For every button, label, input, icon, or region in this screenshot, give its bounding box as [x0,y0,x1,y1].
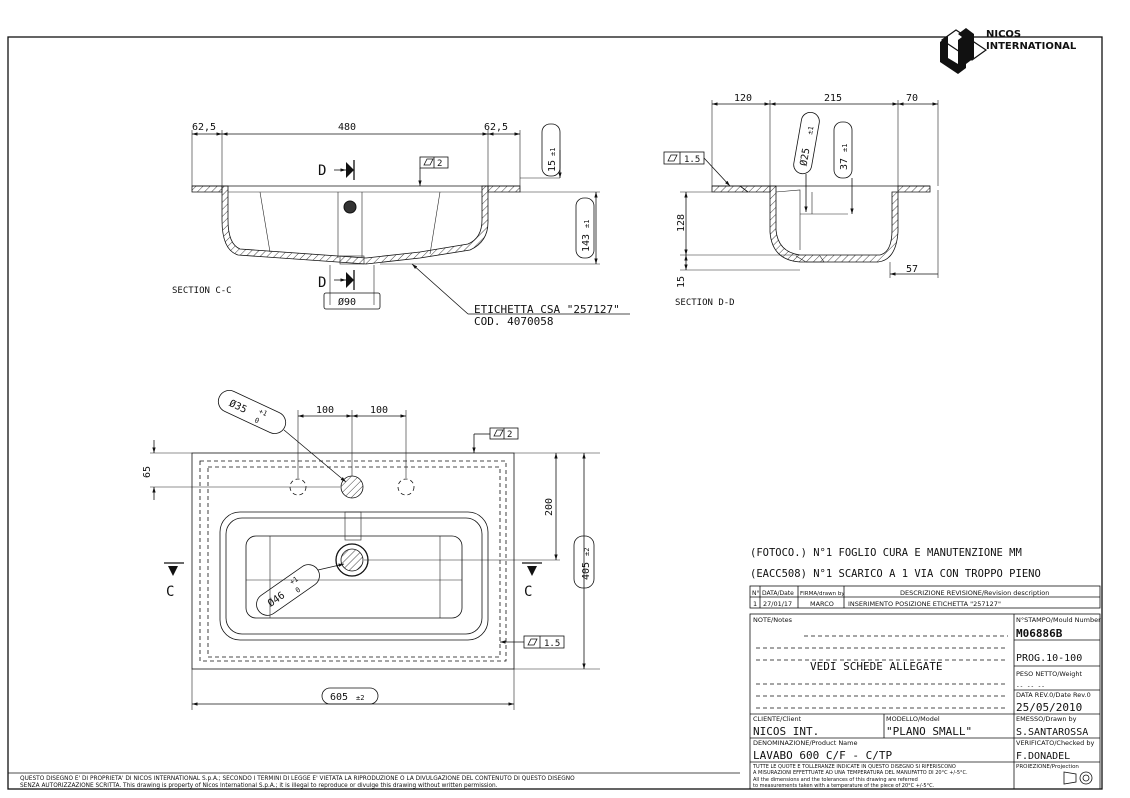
dim-dd-57: 57 [906,264,918,275]
dim-cc-15-tol: ±1 [549,148,557,156]
label-note-1: ETICHETTA CSA "257127" [474,303,620,316]
revision-table [749,585,1101,609]
dim-dd-128: 128 [676,214,687,232]
flat-tol-plan-bottom: 1.5 [544,639,560,649]
dim-plan-diam-35-tol-up: +1 [257,407,268,418]
dim-plan-diam-46-tol-dn: 0 [294,586,302,595]
date-value: 25/05/2010 [1016,701,1082,714]
copyright-line-2: SENZA AUTORIZZAZIONE SCRITTA. This drawi… [20,783,498,789]
rev-head-n: N° [752,590,760,597]
tolerance-it-1: TUTTE LE QUOTE E TOLLERANZE INDICATE IN … [752,764,956,770]
rev-date: 27/01/17 [763,600,792,608]
dim-dd-37: 37 [839,158,850,170]
model-value: "PLANO SMALL" [886,725,972,738]
rev-n: 1 [753,600,757,608]
dim-plan-100b: 100 [370,405,388,416]
dim-cc-480: 480 [338,122,356,133]
dim-plan-405-tol: ±2 [583,548,591,556]
dim-cc-143-tol: ±1 [583,220,591,228]
dim-cc-right: 62,5 [484,122,508,133]
section-cc-view [191,185,521,265]
title-block [749,613,1101,790]
dim-diam-90: Ø90 [338,296,356,308]
dim-plan-diam-35-tol-dn: 0 [253,416,260,425]
dim-plan-65: 65 [142,466,153,478]
rev-head-date: DATA/Date [762,590,794,597]
dim-cc-left: 62,5 [192,122,216,133]
cut-letter-c-left: C [166,584,174,600]
notes-label: NOTE/Notes [753,616,793,624]
dim-plan-605-tol: ±2 [356,694,364,702]
dim-dd-15: 15 [676,276,687,288]
date-label: DATA REV.0/Date Rev.0 [1016,691,1091,699]
flat-tol-plan-top: 2 [507,430,512,440]
dim-dd-37-tol: ±1 [841,144,849,152]
section-dd-label: SECTION D-D [675,298,735,308]
rev-by: MARCO [810,600,834,608]
rev-head-desc: DESCRIZIONE REVISIONE/Revision descripti… [900,589,1049,597]
dim-dd-diam-25: Ø25 [798,147,813,167]
dim-dd-diam-25-tol: ±1 [806,126,815,136]
drawing-frame [7,36,1103,790]
nicos-n-logo [940,28,988,74]
dim-dd-120: 120 [734,93,752,104]
drawn-label: EMESSO/Drawn by [1016,715,1077,723]
client-label: CLIENTE/Client [753,715,802,723]
dim-dd-215: 215 [824,93,842,104]
note-line-2: (EACC508) N°1 SCARICO A 1 VIA CON TROPPO… [750,568,1041,580]
flat-tol-cc: 2 [437,159,442,169]
product-value: LAVABO 600 C/F - C/TP [753,749,892,762]
flat-tol-dd: 1.5 [684,155,700,165]
model-label: MODELLO/Model [886,715,940,723]
dim-plan-605: 605 [330,692,348,703]
dim-plan-200: 200 [544,498,555,516]
prog-value: PROG.10-100 [1016,653,1082,664]
cut-letter-d-bottom: D [318,275,326,291]
section-cc-label: SECTION C-C [172,286,232,296]
cut-letter-c-right: C [524,584,532,600]
label-note-2: COD. 4070058 [474,315,553,328]
section-dd-view [711,185,931,263]
client-value: NICOS INT. [753,725,819,738]
dim-plan-405: 405 [581,562,592,580]
projection-label: PROIEZIONE/Projection [1016,764,1079,770]
weight-label: PESO NETTO/Weight [1016,670,1083,678]
dim-dd-70: 70 [906,93,918,104]
product-label: DENOMINAZIONE/Product Name [753,739,858,747]
dim-plan-diam-35: Ø35 [227,397,248,416]
dim-cc-15: 15 [547,160,558,172]
weight-value: -- -- -- [1016,683,1045,690]
dim-cc-143: 143 [581,234,592,252]
drawn-value: S.SANTAROSSA [1016,727,1088,738]
dim-plan-diam-46-tol-up: +1 [288,575,300,586]
notes-text: VEDI SCHEDE ALLEGATE [810,660,942,673]
checked-label: VERIFICATO/Checked by [1016,739,1094,747]
checked-value: F.DONADEL [1016,751,1070,762]
tolerance-en-1: All the dimensions and the tolerances of… [753,777,918,783]
rev-head-by: FIRMA/drawn by [800,591,845,597]
copyright-line-1: QUESTO DISEGNO E' DI PROPRIETA' DI NICOS… [20,776,575,782]
tolerance-en-2: to measurements taken with a temperature… [753,783,935,789]
brand-line1: NICOS [986,29,1021,40]
mould-value: M06886B [1016,627,1063,640]
note-line-1: (FOTOCO.) N°1 FOGLIO CURA E MANUTENZIONE… [750,547,1022,559]
rev-desc: INSERIMENTO POSIZIONE ETICHETTA "257127" [848,600,1001,608]
dim-plan-100a: 100 [316,405,334,416]
mould-label: N°STAMPO/Mould Number [1016,616,1101,624]
plan-view [191,452,515,670]
brand-line2: INTERNATIONAL [986,41,1077,52]
tolerance-it-2: A MISURAZIONI EFFETTUATE AD UNA TEMPERAT… [753,770,968,776]
cut-letter-d-top: D [318,163,326,179]
